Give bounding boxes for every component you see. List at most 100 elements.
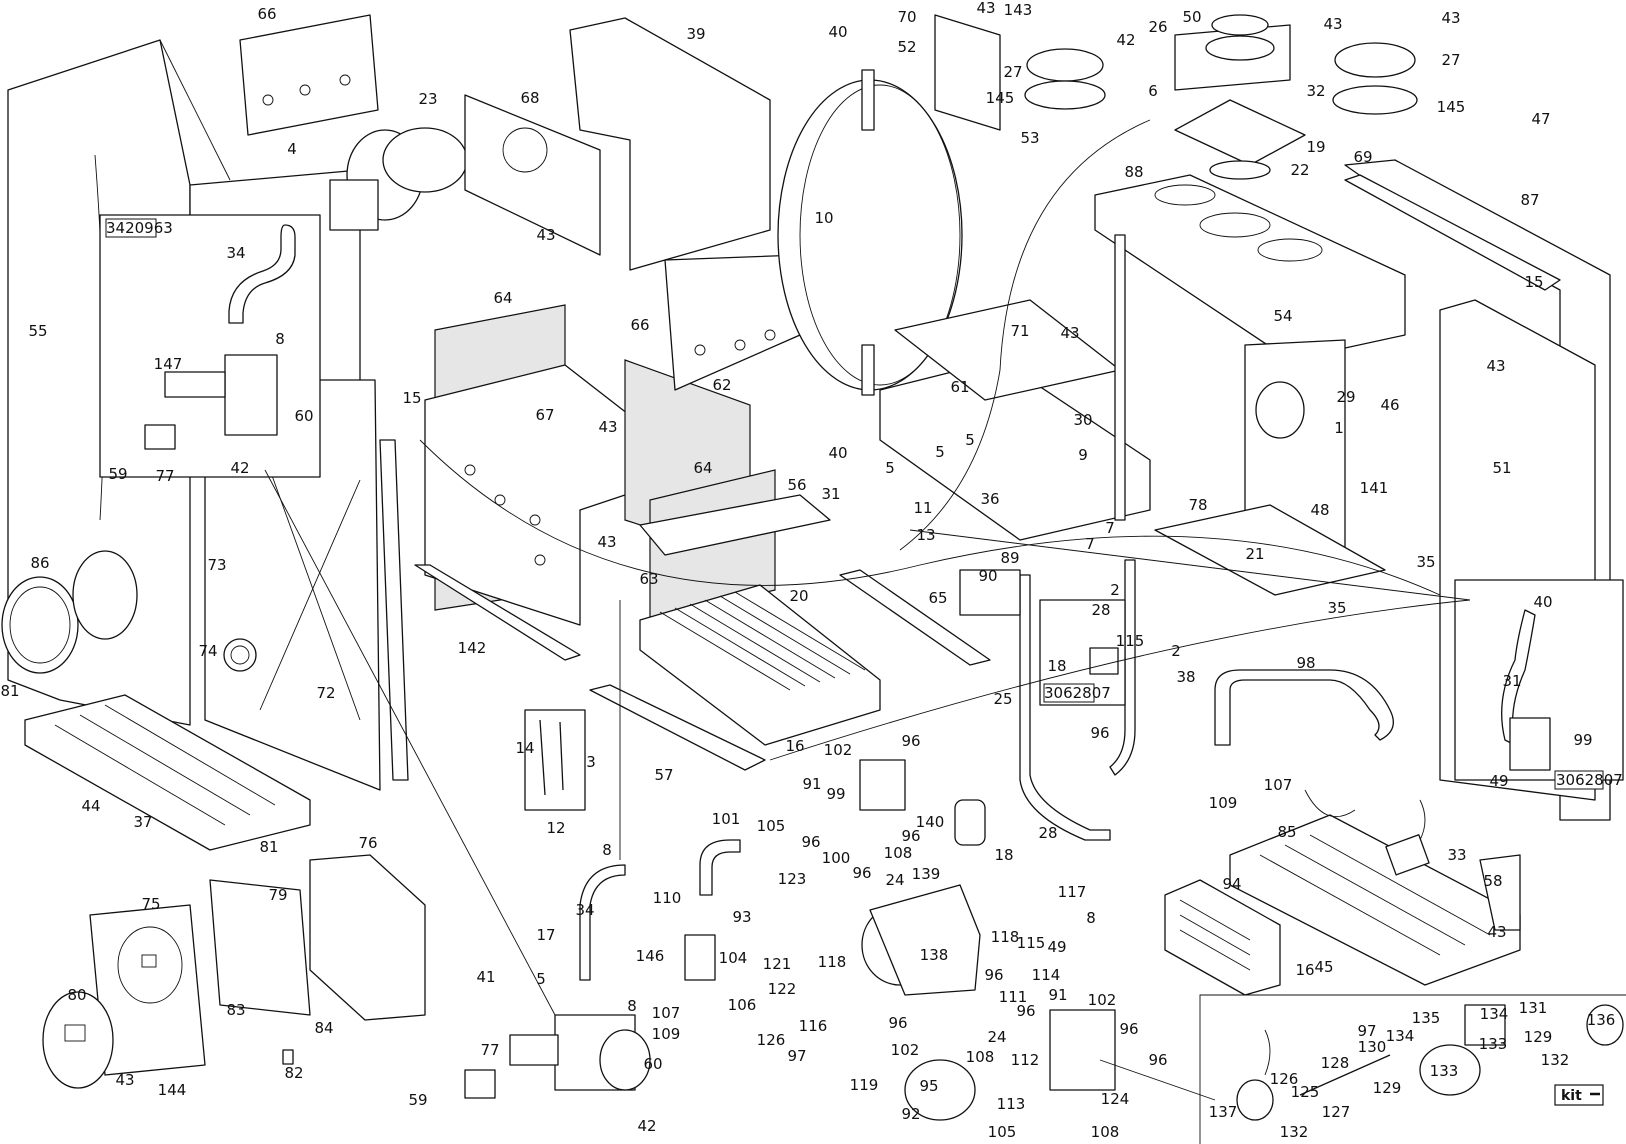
callout-number: 108 — [966, 1048, 995, 1066]
callout-number: 73 — [207, 556, 226, 574]
callout-number: 145 — [1437, 98, 1466, 116]
callout-number: 80 — [67, 986, 86, 1004]
flue-top-32 — [1174, 14, 1291, 91]
housing-76 — [309, 854, 426, 1021]
callout-number: 136 — [1587, 1011, 1616, 1029]
callout-number: 133 — [1479, 1035, 1508, 1053]
callout-number: 30 — [1073, 411, 1092, 429]
callout-number: 135 — [1412, 1009, 1441, 1027]
callout-number: 109 — [652, 1025, 681, 1043]
callout-number: 143 — [1004, 1, 1033, 19]
callout-number: 68 — [520, 89, 539, 107]
ref-code-text: 3420963 — [106, 219, 173, 237]
gasket-27-left — [1024, 48, 1106, 110]
callout-number: 125 — [1291, 1083, 1320, 1101]
callout-number: 96 — [901, 732, 920, 750]
pump-138 — [861, 884, 981, 996]
callout-number: 115 — [1116, 632, 1145, 650]
pipe-38-25 — [1019, 559, 1136, 841]
pipe-inset-box — [1454, 579, 1624, 781]
callout-number: 118 — [991, 928, 1020, 946]
callout-number: 129 — [1524, 1028, 1553, 1046]
callout-number: 96 — [984, 966, 1003, 984]
callout-number: 77 — [155, 467, 174, 485]
combustion-chamber-67 — [424, 304, 656, 626]
heat-exchanger-94 — [1164, 879, 1281, 996]
callout-number: 94 — [1222, 875, 1241, 893]
callout-number: 139 — [912, 865, 941, 883]
callout-number: 65 — [928, 589, 947, 607]
callout-number: 5 — [536, 970, 546, 988]
callout-number: 38 — [1176, 668, 1195, 686]
callout-number: 111 — [999, 988, 1028, 1006]
callout-number: 59 — [408, 1091, 427, 1109]
callout-number: 102 — [1088, 991, 1117, 1009]
callout-number: 66 — [630, 316, 649, 334]
fan-assembly-23 — [329, 127, 468, 231]
callout-number: 129 — [1373, 1079, 1402, 1097]
callout-number: 93 — [732, 908, 751, 926]
callout-number: 63 — [639, 570, 658, 588]
callout-number: 64 — [693, 459, 712, 477]
callout-number: 60 — [643, 1055, 662, 1073]
callout-number: 76 — [358, 834, 377, 852]
callout-number: 5 — [935, 443, 945, 461]
callout-number: 101 — [712, 810, 741, 828]
callout-number: 91 — [1048, 986, 1067, 1004]
frame-39 — [569, 17, 771, 271]
ref-code-box-3062807-left: 3062807 — [1043, 683, 1111, 703]
bracket-58 — [1479, 854, 1521, 931]
callout-number: 122 — [768, 980, 797, 998]
front-door-panel-72 — [204, 379, 381, 791]
cable-33 — [1385, 799, 1430, 876]
callout-number: 146 — [636, 947, 665, 965]
callout-number: 137 — [1209, 1103, 1238, 1121]
callout-number: 107 — [1264, 776, 1293, 794]
callout-number: 43 — [1441, 9, 1460, 27]
callout-number: 71 — [1010, 322, 1029, 340]
callout-number: 82 — [284, 1064, 303, 1082]
callout-number: 51 — [1492, 459, 1511, 477]
callout-number: 134 — [1480, 1005, 1509, 1023]
callout-number: 5 — [885, 459, 895, 477]
callout-number: 36 — [980, 490, 999, 508]
callout-number: 8 — [1086, 909, 1096, 927]
bracket-56 — [639, 494, 831, 556]
callout-number: 33 — [1447, 846, 1466, 864]
pressure-switch-1 — [1255, 381, 1305, 439]
callout-number: 97 — [787, 1047, 806, 1065]
callout-number: 25 — [993, 690, 1012, 708]
callout-number: 134 — [1386, 1027, 1415, 1045]
callout-number: 47 — [1531, 110, 1550, 128]
callout-number: 102 — [824, 741, 853, 759]
gasket-19 — [1174, 99, 1306, 180]
callout-number: 18 — [1047, 657, 1066, 675]
callout-number: 144 — [158, 1081, 187, 1099]
inset-90-89 — [959, 569, 1021, 616]
callout-number: 77 — [480, 1041, 499, 1059]
callout-number: 70 — [897, 8, 916, 26]
ref-code-text: 3062807 — [1044, 684, 1111, 702]
callout-number: 20 — [789, 587, 808, 605]
ref-code-box-3062807-right: 3062807 — [1554, 770, 1623, 790]
kit-parts — [1236, 1004, 1624, 1121]
callout-number: 142 — [458, 639, 487, 657]
callout-number: 43 — [1060, 324, 1079, 342]
callout-number: 43 — [1486, 357, 1505, 375]
callout-number: 52 — [897, 38, 916, 56]
panel-68 — [464, 94, 601, 256]
callout-number: 35 — [1327, 599, 1346, 617]
callout-number: 98 — [1296, 654, 1315, 672]
callout-number: 127 — [1322, 1103, 1351, 1121]
callout-number: 11 — [913, 499, 932, 517]
bracket-53 — [934, 14, 1001, 131]
callout-number: 43 — [976, 0, 995, 17]
callout-number: 18 — [994, 846, 1013, 864]
callout-number: 89 — [1000, 549, 1019, 567]
callout-number: 59 — [108, 465, 127, 483]
callout-number: 61 — [950, 378, 969, 396]
callout-number: 43 — [115, 1071, 134, 1089]
callout-number: 138 — [920, 946, 949, 964]
callout-number: 15 — [1524, 273, 1543, 291]
kit-label-box: kit — [1554, 1084, 1604, 1106]
